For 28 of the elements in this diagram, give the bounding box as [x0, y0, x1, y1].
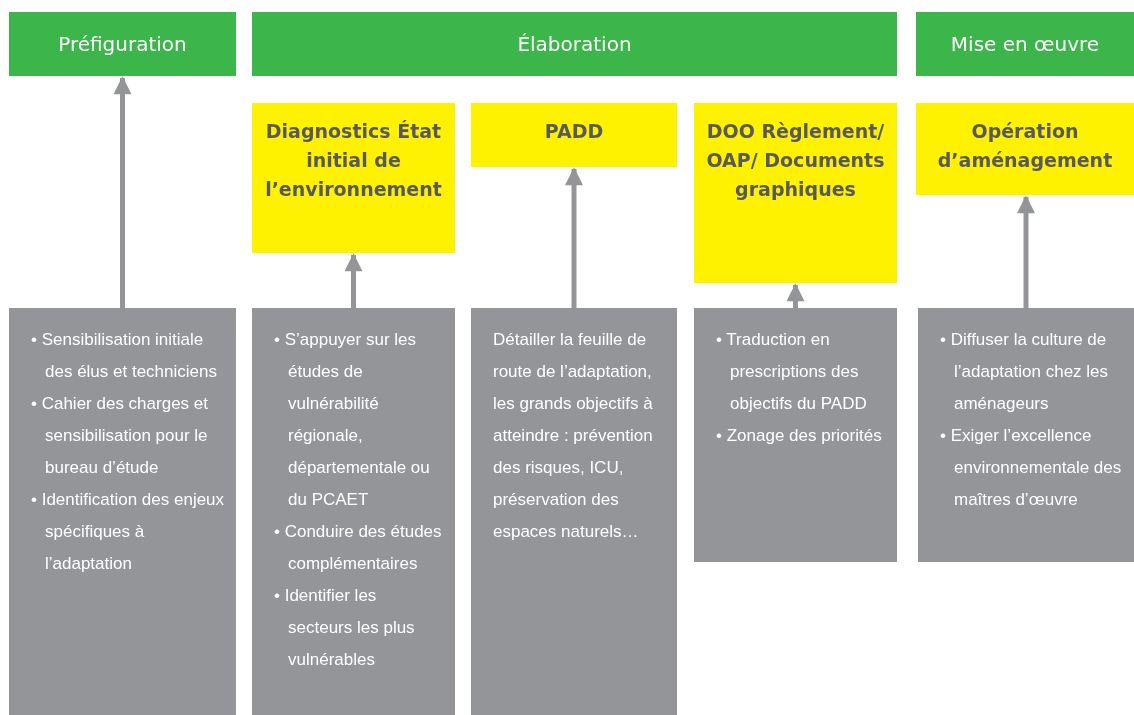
bullet-text: • Identification des enjeux spécifiques à l’adaptation [31, 489, 226, 575]
text-panel [9, 308, 236, 715]
phase-header: Élaboration [252, 12, 897, 76]
arrow [565, 167, 583, 308]
stage-box: PADD [471, 103, 677, 167]
text-panel [918, 308, 1134, 562]
arrow [1017, 195, 1035, 308]
stage-box: DOO Règlement/ OAP/ Documents graphiques [694, 103, 897, 283]
stage-box: Opération d’aménagement [916, 103, 1134, 195]
phase-header: Préfiguration [9, 12, 236, 76]
arrow [786, 283, 805, 308]
bullet-text: • Identifier les secteurs les plus vulnérables [274, 585, 416, 671]
bullet-text: • S’appuyer sur les études de vulnérabilité régionale, départementale ou du PCAET [274, 329, 431, 511]
phase-header: Mise en œuvre [916, 12, 1134, 76]
bullet-text: • Traduction en prescriptions des objectifs du PADD [716, 329, 868, 415]
arrow [113, 76, 132, 308]
text-panel [252, 308, 455, 715]
bullet-text: • Cahier des charges et sensibilisation pour le bureau d’étude [31, 393, 209, 479]
bullet-text: • Sensibilisation initiale des élus et techniciens [31, 329, 218, 383]
stage-box: Diagnostics État initial de l’environnement [252, 103, 455, 253]
bullet-text: • Diffuser la culture de l’adaptation chez les aménageurs [940, 329, 1110, 415]
bullet-text: • Exiger l’excellence environnementale des maîtres d’œuvre [940, 425, 1123, 511]
paragraph-text: Détailler la feuille de route de l’adaptation, les grands objectifs à atteindre : prévention des risques, ICU, préservation des espaces naturels… [493, 329, 654, 543]
text-panel [694, 308, 897, 562]
bullet-text: • Zonage des priorités [716, 425, 883, 447]
text-panel [471, 308, 677, 715]
arrow [344, 253, 363, 308]
bullet-text: • Conduire des études complémentaires [274, 521, 443, 575]
